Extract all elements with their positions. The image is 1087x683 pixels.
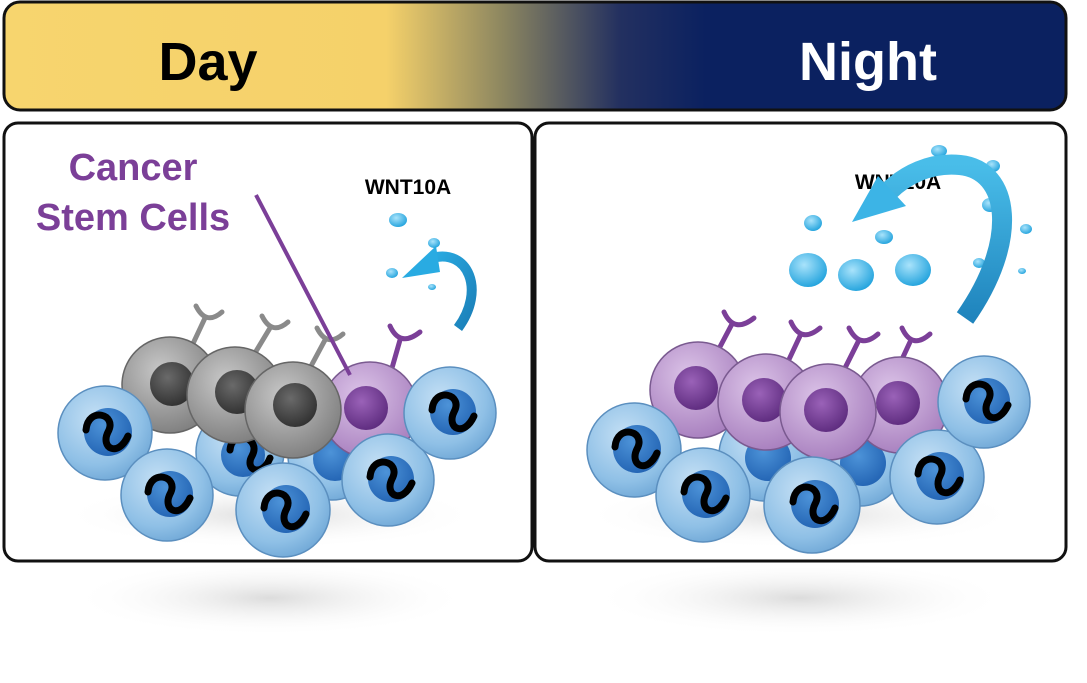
- inactive-receptor: [307, 325, 346, 371]
- niche-cell: [235, 462, 331, 558]
- wnt-droplet: [804, 215, 822, 231]
- annotation-pointer: [254, 194, 352, 376]
- wnt-droplet: [428, 238, 440, 248]
- day-secretion-arrow: [402, 246, 477, 331]
- wnt-droplet: [428, 284, 436, 290]
- day-wnt10a-label: WNT10A: [365, 176, 451, 199]
- niche-cell: [655, 447, 751, 543]
- inactive-receptor: [252, 313, 291, 356]
- night-panel: WNT10A: [533, 121, 1068, 563]
- niche-cell: [889, 429, 985, 525]
- niche-cell: [937, 355, 1031, 449]
- night-shadow: [590, 560, 1010, 636]
- night-secretion-arrow: [852, 154, 1013, 324]
- wnt-droplet: [895, 254, 931, 286]
- inactive-cell: [244, 361, 342, 459]
- wnt-droplet: [389, 213, 407, 227]
- wnt-droplet: [386, 268, 398, 278]
- annotation-line1: Cancer: [69, 147, 198, 189]
- wnt-droplet: [973, 258, 985, 268]
- night-niche-cells-front: [586, 355, 1031, 554]
- wnt-droplet: [1018, 268, 1026, 274]
- night-label: Night: [799, 32, 937, 92]
- wnt-droplet: [838, 259, 874, 291]
- day-shadow: [70, 560, 470, 636]
- niche-cell: [120, 448, 214, 542]
- annotation-line2: Stem Cells: [36, 197, 230, 239]
- night-cancer-stem-cells: [649, 341, 949, 461]
- day-receptors: [187, 303, 423, 371]
- niche-cell: [586, 402, 682, 498]
- niche-cell: [403, 366, 497, 460]
- day-panel: Cancer Stem Cells WNT10A: [2, 121, 534, 563]
- day-wnt-droplets: [386, 213, 440, 290]
- wnt-droplet: [789, 253, 827, 287]
- day-niche-cells-front: [57, 366, 497, 558]
- niche-cell: [763, 456, 861, 554]
- niche-cell: [57, 385, 153, 481]
- active-receptor: [387, 323, 423, 371]
- day-label: Day: [158, 32, 257, 92]
- day-night-banner: Day Night: [2, 0, 1068, 112]
- wnt-droplet: [931, 145, 947, 157]
- niche-cell: [341, 433, 435, 527]
- wnt-droplet: [875, 230, 893, 244]
- wnt-droplet: [1020, 224, 1032, 234]
- cancer-stem-cell: [779, 363, 877, 461]
